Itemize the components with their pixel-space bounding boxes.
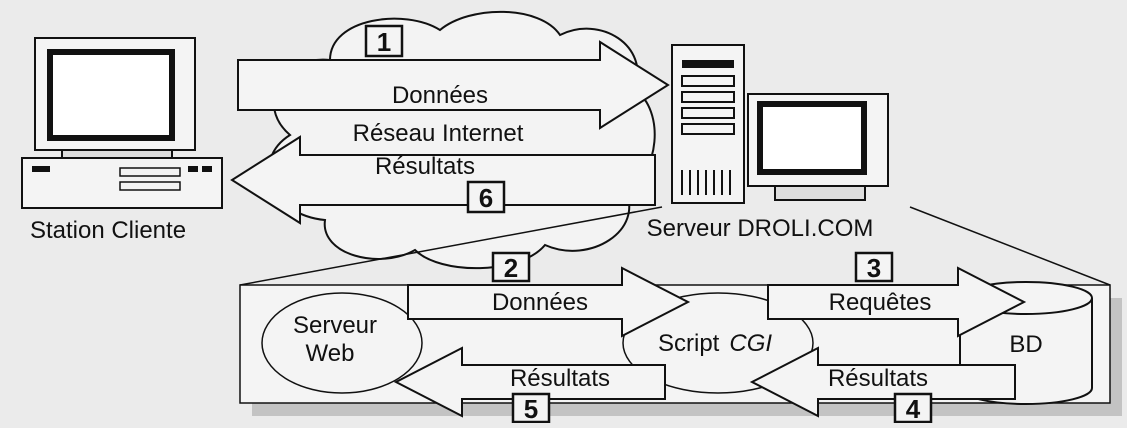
arrow-resultats-top (230, 135, 656, 225)
arrow-requetes-detail (767, 266, 1027, 338)
arrow-resultats-left-label: Résultats (510, 365, 610, 392)
client-label: Station Cliente (30, 217, 186, 244)
step-badge-6: 6 (466, 180, 506, 214)
server-monitor-icon (747, 93, 889, 201)
step-badge-4: 4 (893, 392, 933, 424)
arrow-resultats-right-label: Résultats (828, 365, 928, 392)
svg-text:2: 2 (504, 253, 518, 283)
arrow-donnees-detail (407, 266, 691, 338)
arrow-resultats-label: Résultats (375, 153, 475, 180)
arrow-donnees-detail-label: Données (492, 289, 588, 316)
arrow-donnees-label: Données (392, 82, 488, 109)
database-label: BD (1009, 331, 1042, 358)
svg-text:5: 5 (524, 394, 538, 423)
svg-text:6: 6 (479, 183, 493, 213)
svg-text:1: 1 (377, 27, 391, 57)
arrow-donnees-top (237, 40, 670, 130)
step-badge-2: 2 (491, 251, 531, 283)
web-server-label-2: Web (306, 340, 355, 367)
step-badge-5: 5 (511, 392, 551, 424)
svg-text:4: 4 (906, 394, 921, 423)
svg-text:3: 3 (867, 253, 881, 283)
step-badge-3: 3 (854, 251, 894, 283)
arrow-requetes-detail-label: Requêtes (829, 289, 932, 316)
server-label: Serveur DROLI.COM (647, 215, 874, 242)
arrow-resultats-right-detail (749, 346, 1016, 418)
web-server-label-1: Serveur (293, 312, 377, 339)
web-server-ellipse (261, 292, 423, 394)
step-badge-1: 1 (364, 24, 404, 58)
zoom-lines (239, 206, 1111, 286)
client-computer-icon (21, 37, 223, 209)
arrow-resultats-left-detail (393, 346, 666, 418)
cloud-label: Réseau Internet (353, 120, 524, 147)
server-tower-icon (671, 44, 745, 204)
cgi-script-ellipse (622, 292, 814, 394)
